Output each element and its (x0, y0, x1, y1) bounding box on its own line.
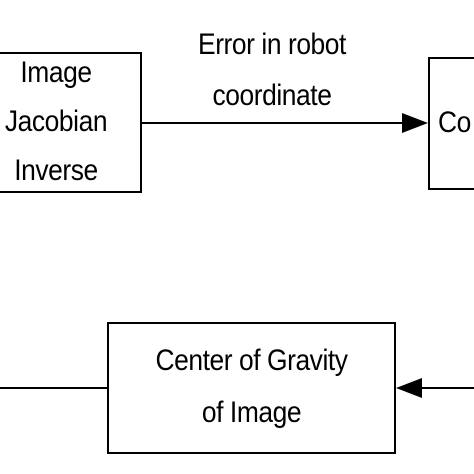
center-of-gravity-block (107, 322, 396, 454)
arrowhead-into-controller (402, 113, 428, 133)
center-of-gravity-line2: of Image (201, 396, 302, 429)
arrowhead-into-center-of-gravity (396, 378, 422, 398)
image-jacobian-inverse-line3: Inverse (14, 154, 98, 187)
center-of-gravity-line1: Center of Gravity (155, 344, 348, 377)
edge-label-line2: coordinate (212, 79, 332, 112)
edge-label-line1: Error in robot (198, 28, 346, 61)
controller-label: Co (438, 106, 471, 139)
image-jacobian-inverse-block (0, 52, 142, 193)
image-jacobian-inverse-line1: Image (20, 56, 92, 89)
controller-block (428, 57, 474, 190)
image-jacobian-inverse-line2: Jacobian (4, 105, 108, 138)
